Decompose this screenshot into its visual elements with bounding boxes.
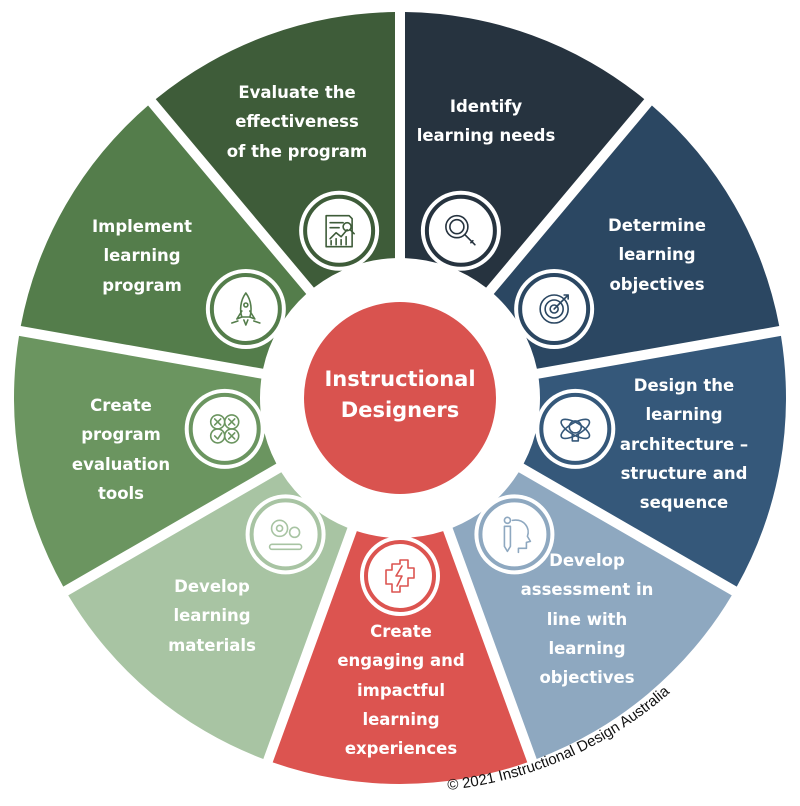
brain-lightning-icon xyxy=(360,536,440,616)
target-icon xyxy=(514,269,595,349)
label-line: Implement xyxy=(91,217,193,236)
label-line: evaluation xyxy=(71,454,171,474)
label-line: learning needs xyxy=(416,126,556,146)
head-pencil-icon xyxy=(474,494,555,575)
label-line: Evaluate the xyxy=(238,83,356,102)
label-line: objectives xyxy=(539,668,635,688)
label-assessment: Develop assessment in line with learning… xyxy=(521,546,654,692)
rocket-icon xyxy=(205,269,286,349)
label-line: effectiveness xyxy=(235,112,359,132)
label-line: experiences xyxy=(344,739,458,759)
label-line: Create xyxy=(370,622,432,641)
center-title: Instructional Designers xyxy=(324,364,475,426)
label-line: sequence xyxy=(639,493,729,513)
label-line: tools xyxy=(97,483,145,503)
label-line: impactful xyxy=(356,680,446,700)
center-line: Designers xyxy=(340,398,460,422)
label-design: Design the learning architecture – struc… xyxy=(620,371,748,517)
center-circle xyxy=(304,302,496,494)
center-line: Instructional xyxy=(324,367,476,391)
label-engaging: Create engaging and impactful learning e… xyxy=(337,617,464,763)
label-line: program xyxy=(102,275,182,295)
label-line: Design the xyxy=(633,376,735,395)
orbit-bulb-icon xyxy=(535,388,616,469)
label-line: Develop xyxy=(174,577,250,596)
label-line: of the program xyxy=(226,141,368,161)
label-line: structure and xyxy=(620,463,748,483)
label-evaluate: Evaluate the effectiveness of the progra… xyxy=(227,78,367,166)
label-determine: Determine learning objectives xyxy=(608,211,706,299)
label-line: Create xyxy=(90,396,152,415)
label-line: assessment in xyxy=(520,580,654,600)
label-line: materials xyxy=(168,635,256,655)
label-line: line with xyxy=(546,609,628,629)
label-identify: Identify learning needs xyxy=(417,92,556,151)
label-line: architecture – xyxy=(619,434,749,454)
label-line: engaging and xyxy=(337,651,465,671)
label-line: learning xyxy=(548,638,626,658)
label-line: learning xyxy=(362,709,440,729)
magnifier-icon xyxy=(420,190,501,271)
label-line: learning xyxy=(173,606,251,626)
gears-progress-icon xyxy=(245,494,326,575)
label-line: Develop xyxy=(549,551,625,570)
check-cross-icon xyxy=(184,388,265,469)
label-line: program xyxy=(81,425,161,445)
label-line: learning xyxy=(618,245,696,265)
label-line: objectives xyxy=(609,274,705,294)
report-chart-icon xyxy=(299,190,380,271)
label-implement: Implement learning program xyxy=(92,212,192,300)
label-line: Identify xyxy=(449,97,523,116)
segment-engaging xyxy=(272,531,528,785)
label-evaluation-tools: Create program evaluation tools xyxy=(72,391,170,508)
label-line: Determine xyxy=(608,216,706,235)
label-materials: Develop learning materials xyxy=(168,572,256,660)
label-line: learning xyxy=(103,246,181,266)
label-line: learning xyxy=(645,405,723,425)
